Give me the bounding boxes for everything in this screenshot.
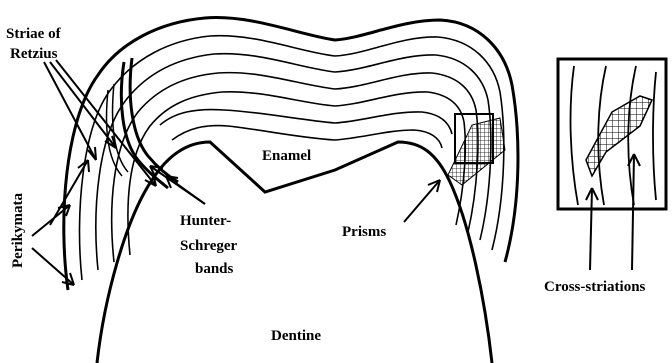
label-hunter-line2: Schreger <box>180 238 238 254</box>
label-enamel: Enamel <box>262 148 311 164</box>
inset-panel <box>558 59 666 209</box>
label-striae-line2: Retzius <box>10 46 58 62</box>
label-perikymata: Perikymata <box>10 193 26 268</box>
labels: Striae of Retzius Perikymata Enamel Hunt… <box>6 26 646 344</box>
label-hunter-line3: bands <box>195 261 234 277</box>
label-cross-striations: Cross-striations <box>544 279 646 295</box>
label-dentine: Dentine <box>271 328 321 344</box>
pointer-arrows <box>32 60 640 285</box>
label-striae-line1: Striae of <box>6 26 62 42</box>
label-hunter-line1: Hunter- <box>180 213 231 229</box>
label-prisms: Prisms <box>342 224 386 240</box>
